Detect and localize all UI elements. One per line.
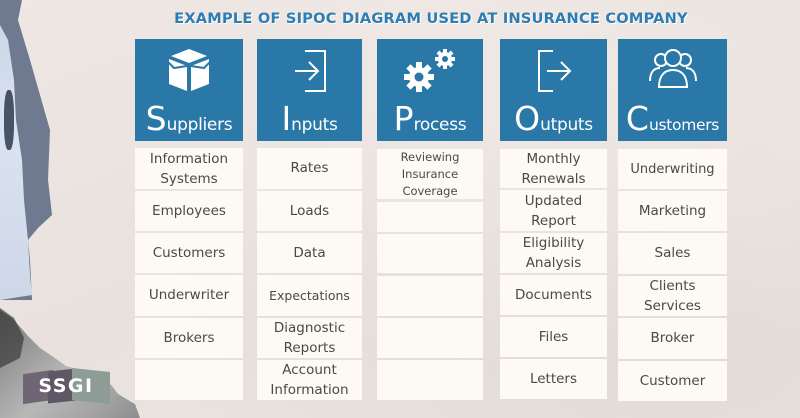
process-cell: Reviewing Insurance Coverage: [377, 149, 483, 199]
outputs-cell: Letters: [500, 359, 607, 399]
process-cell: [377, 234, 483, 273]
ssgi-logo: SSGI: [20, 368, 112, 406]
suppliers-cell: Customers: [135, 233, 243, 273]
inputs-cell: Data: [257, 233, 362, 273]
process-cell: [377, 276, 483, 316]
inputs-cell: Account Information: [257, 360, 362, 400]
outputs-cell: Updated Report: [500, 190, 607, 231]
suppliers-cell: Employees: [135, 191, 243, 231]
suppliers-cell: [135, 360, 243, 400]
outputs-cell: Documents: [500, 275, 607, 315]
process-cell: [377, 318, 483, 358]
column-suppliers: Suppliers Information Systems Employees …: [135, 39, 243, 401]
output-arrow-icon: [531, 47, 577, 99]
suppliers-cell: Underwriter: [135, 275, 243, 316]
inputs-cell: Diagnostic Reports: [257, 318, 362, 358]
customers-cell: Clients Services: [618, 276, 727, 316]
inputs-cell: Loads: [257, 191, 362, 231]
gears-icon: [397, 47, 463, 99]
outputs-cell: Files: [500, 317, 607, 357]
inputs-cell: Rates: [257, 148, 362, 189]
process-cell: [377, 360, 483, 400]
outputs-cell: Eligibility Analysis: [500, 233, 607, 273]
header-label: Inputs: [281, 99, 338, 138]
column-inputs: Inputs Rates Loads Data Expectations Dia…: [257, 39, 362, 401]
diagram-title: EXAMPLE OF SIPOC DIAGRAM USED AT INSURAN…: [174, 10, 688, 27]
customers-cell: Marketing: [618, 191, 727, 231]
customers-cell: Underwriting: [618, 149, 727, 189]
process-cell: [377, 202, 483, 232]
inputs-cell: Expectations: [257, 275, 362, 316]
customers-cell: Sales: [618, 233, 727, 274]
header-label: Outputs: [514, 99, 593, 138]
header-label: Process: [393, 99, 467, 138]
suppliers-cell: Brokers: [135, 318, 243, 358]
header-label: Customers: [625, 99, 720, 138]
outputs-cell: Monthly Renewals: [500, 149, 607, 188]
header-inputs: Inputs: [257, 39, 362, 141]
header-suppliers: Suppliers: [135, 39, 243, 141]
box-icon: [164, 47, 214, 97]
column-customers: Customers Underwriting Marketing Sales C…: [618, 39, 727, 401]
customers-cell: Customer: [618, 361, 727, 401]
header-process: Process: [377, 39, 483, 141]
logo-text: SSGI: [38, 375, 94, 397]
header-customers: Customers: [618, 39, 727, 141]
column-outputs: Outputs Monthly Renewals Updated Report …: [500, 39, 607, 401]
header-label: Suppliers: [145, 99, 233, 138]
people-group-icon: [646, 47, 700, 97]
input-arrow-icon: [287, 47, 333, 99]
suppliers-cell: Information Systems: [135, 148, 243, 189]
header-outputs: Outputs: [500, 39, 607, 141]
rock-shadow-decoration: [4, 90, 14, 150]
customers-cell: Broker: [618, 318, 727, 359]
column-process: Process Reviewing Insurance Coverage: [377, 39, 483, 401]
